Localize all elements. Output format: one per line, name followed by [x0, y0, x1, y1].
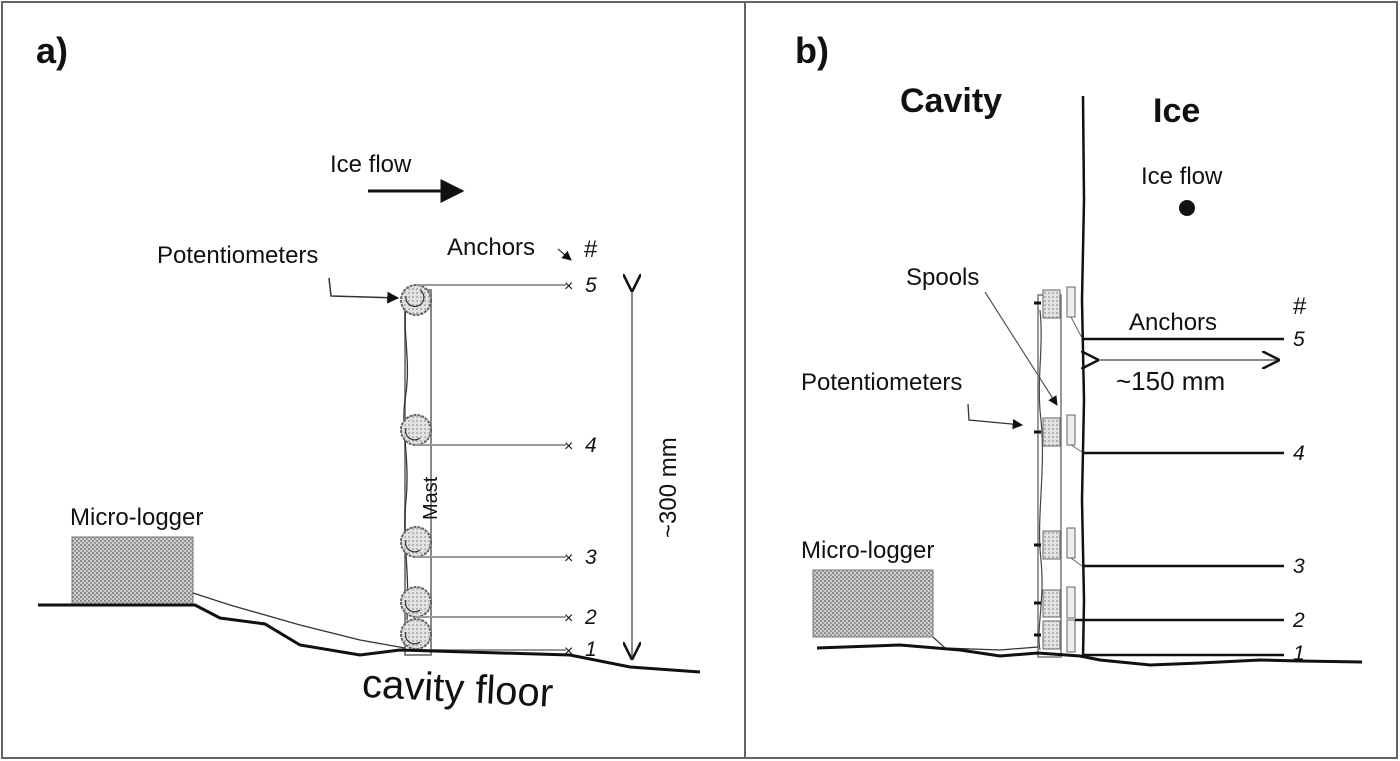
potentiometer-2: × — [400, 586, 573, 627]
panel-b: b) Cavity Ice Ice flow Spools Potentiome… — [795, 30, 1363, 667]
svg-text:×: × — [564, 610, 573, 627]
panel-b-frame — [744, 1, 1398, 759]
ice-flow-label: Ice flow — [330, 151, 412, 178]
potentiometer-box-5 — [1034, 286, 1083, 339]
anchor-number-2: 2 — [584, 606, 597, 629]
potentiometer-4: × — [400, 414, 573, 455]
potentiometer-3: × — [400, 526, 573, 567]
anchor-number-b-4: 4 — [1293, 442, 1305, 465]
mast-cable — [403, 299, 409, 621]
potentiometer-box-2 — [1034, 586, 1076, 619]
anchor-number-4: 4 — [585, 434, 597, 457]
svg-text:×: × — [564, 643, 573, 660]
micrologger-box-b — [812, 569, 934, 638]
panel-a-letter: a) — [36, 30, 68, 71]
anchor-number-b-1: 1 — [1293, 642, 1305, 665]
panel-a-frame — [1, 1, 746, 759]
anchors-pointer-icon — [557, 248, 572, 261]
ice-flow-label-b: Ice flow — [1141, 163, 1223, 190]
svg-text:×: × — [564, 278, 573, 295]
potentiometers-pointer-icon-b — [967, 403, 1024, 430]
micrologger-cable — [192, 592, 406, 649]
ice-flow-out-of-page-icon — [1179, 200, 1195, 216]
cavity-floor-line-b — [816, 643, 1363, 667]
potentiometers-label-b: Potentiometers — [801, 369, 962, 396]
ice-label: Ice — [1153, 92, 1200, 130]
potentiometer-box-3 — [1034, 527, 1083, 567]
anchor-number-1: 1 — [585, 638, 597, 661]
potentiometer-box-1 — [1034, 619, 1076, 653]
anchor-number-b-5: 5 — [1293, 328, 1305, 351]
anchors-label: Anchors — [447, 234, 535, 261]
micrologger-label: Micro-logger — [70, 504, 203, 531]
potentiometer-5: × — [400, 278, 573, 316]
anchor-number-b-2: 2 — [1292, 609, 1305, 632]
potentiometer-box-4 — [1034, 414, 1083, 453]
potentiometers-label: Potentiometers — [157, 242, 318, 269]
anchor-number-5: 5 — [585, 274, 597, 297]
panel-b-letter: b) — [795, 30, 829, 71]
ice-wall — [1080, 95, 1086, 659]
svg-text:×: × — [564, 438, 573, 455]
anchors-label-b: Anchors — [1129, 309, 1217, 336]
cavity-floor-line — [38, 603, 701, 674]
dimension-label-b: ~150 mm — [1116, 366, 1225, 396]
potentiometers-pointer-icon — [328, 277, 400, 304]
anchor-hash: # — [584, 236, 598, 263]
panel-a: a) Ice flow Potentiometers Anchors # Mas… — [36, 30, 701, 716]
dimension-label: ~300 mm — [655, 437, 682, 538]
mast-label: Mast — [420, 476, 442, 520]
anchor-hash-b: # — [1293, 293, 1307, 320]
micrologger-label-b: Micro-logger — [801, 537, 934, 564]
mast-b-cable — [1038, 309, 1044, 651]
cavity-label: Cavity — [900, 82, 1002, 120]
svg-text:×: × — [564, 550, 573, 567]
spools-label: Spools — [906, 264, 979, 291]
cavity-floor-label: cavity floor — [361, 662, 554, 716]
anchor-number-b-3: 3 — [1293, 555, 1305, 578]
micrologger-box — [71, 536, 194, 606]
anchor-number-3: 3 — [585, 546, 597, 569]
spools-pointer-icon — [984, 291, 1058, 406]
micrologger-cable-b — [932, 636, 1039, 651]
